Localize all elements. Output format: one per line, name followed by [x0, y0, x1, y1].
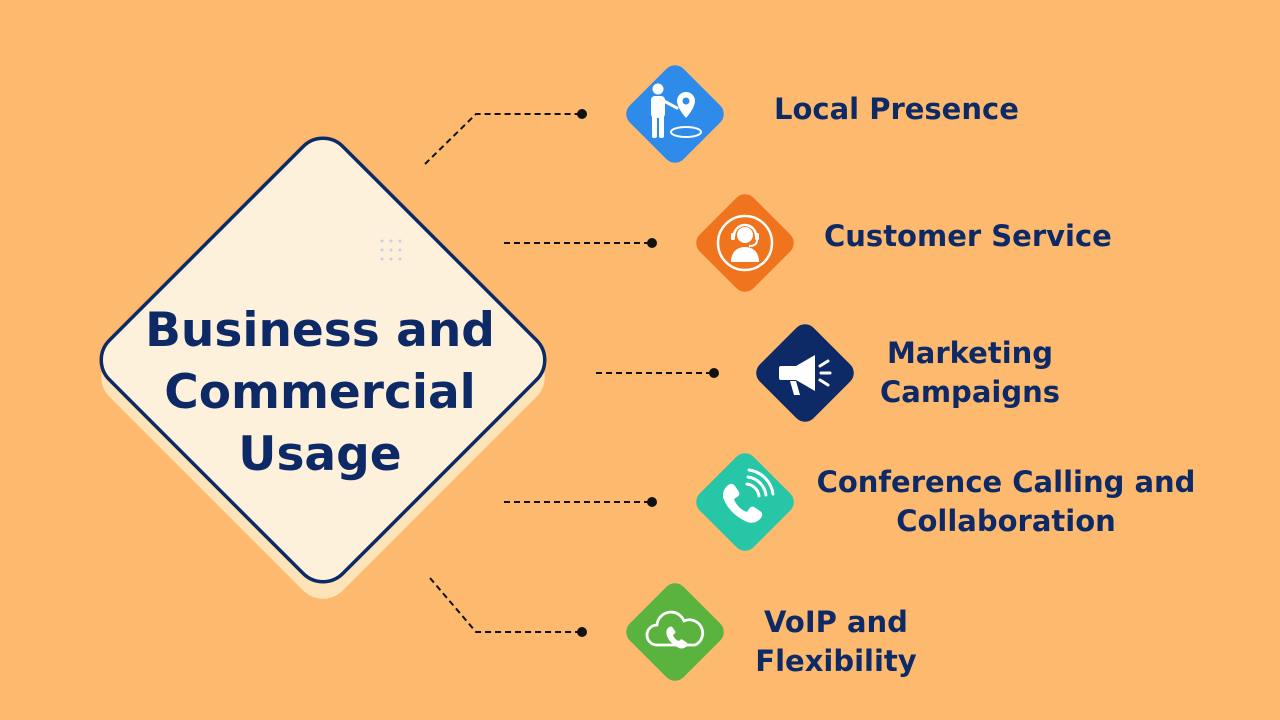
badge-diamond — [696, 453, 794, 551]
central-diamond-shape — [99, 136, 547, 584]
person-location-pin-icon — [651, 83, 702, 138]
label-local-presence: Local Presence — [774, 90, 1019, 129]
badge-marketing-campaigns — [756, 324, 854, 422]
badge-diamond — [626, 65, 724, 163]
badge-customer-service — [696, 194, 794, 292]
label-conference-calling: Conference Calling and Collaboration — [806, 463, 1206, 541]
label-voip-flexibility-line-2: Flexibility — [755, 644, 917, 678]
label-local-presence-line-1: Local Presence — [774, 92, 1019, 126]
central-title: Business and Commercial Usage — [105, 300, 535, 486]
connector-dot-voip-flexibility — [577, 627, 587, 637]
connector-local-presence — [424, 113, 580, 165]
central-diamond — [99, 136, 547, 599]
central-title-line-3: Usage — [238, 427, 402, 482]
connector-voip-flexibility — [429, 577, 580, 633]
badge-local-presence — [626, 65, 724, 163]
central-title-line-1: Business and — [145, 303, 495, 358]
connector-dot-local-presence — [577, 109, 587, 119]
phone-call-icon — [723, 468, 775, 523]
badge-voip-flexibility — [626, 583, 724, 681]
label-customer-service-line-1: Customer Service — [824, 219, 1112, 253]
label-marketing-campaigns-line-1: Marketing — [886, 336, 1054, 370]
label-voip-flexibility: VoIP and Flexibility — [748, 603, 924, 681]
label-voip-flexibility-line-1: VoIP and — [764, 605, 908, 639]
label-marketing-campaigns-line-2: Campaigns — [879, 375, 1060, 409]
label-conference-calling-line-2: Collaboration — [896, 504, 1116, 538]
dot-grid-decoration — [380, 239, 402, 261]
megaphone-icon — [779, 355, 832, 395]
cloud-phone-icon — [645, 610, 705, 649]
connector-dot-marketing-campaigns — [709, 368, 719, 378]
connector-dot-customer-service — [647, 238, 657, 248]
label-conference-calling-line-1: Conference Calling and — [816, 465, 1196, 499]
label-customer-service: Customer Service — [824, 217, 1112, 256]
central-title-line-2: Commercial — [164, 365, 476, 420]
label-marketing-campaigns: Marketing Campaigns — [862, 334, 1078, 412]
headset-agent-icon — [716, 214, 774, 272]
badge-conference-calling — [696, 453, 794, 551]
connector-dot-conference-calling — [647, 497, 657, 507]
